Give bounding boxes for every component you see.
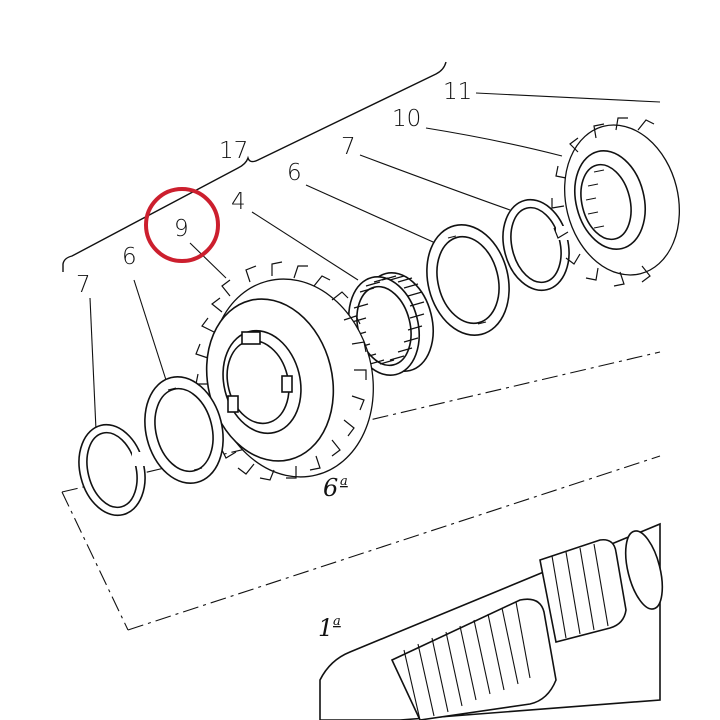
gear-reference-superscript: a xyxy=(340,474,348,489)
shaft-reference-label: 1 xyxy=(318,614,333,642)
leader-lines xyxy=(89,92,661,431)
splined-shaft-1 xyxy=(319,522,664,720)
shaft-reference-superscript: a xyxy=(333,614,341,629)
snap-ring-7-right xyxy=(502,198,574,292)
callout-17: 17 xyxy=(219,138,248,164)
callout-11: 11 xyxy=(443,79,472,105)
gear-11 xyxy=(551,117,681,287)
callout-9: 9 xyxy=(174,216,189,242)
gear-reference-label: 6 xyxy=(323,474,338,502)
callout-6-right: 6 xyxy=(287,160,302,186)
callout-7-right: 7 xyxy=(341,134,356,160)
callout-4: 4 xyxy=(231,189,246,215)
snap-ring-7-left xyxy=(78,423,150,517)
gear-9 xyxy=(195,261,374,481)
assembly-bracket-17 xyxy=(62,61,447,272)
thrust-washer-6-right xyxy=(426,224,510,336)
needle-bearing-4 xyxy=(348,271,434,377)
callout-7-left: 7 xyxy=(76,272,91,298)
highlight-circle xyxy=(144,187,220,263)
axis-line-vertical xyxy=(61,491,129,631)
callout-10: 10 xyxy=(392,106,421,132)
thrust-washer-6-left xyxy=(144,376,224,484)
callout-6-left: 6 xyxy=(122,244,137,270)
axis-line-lower xyxy=(127,455,661,631)
